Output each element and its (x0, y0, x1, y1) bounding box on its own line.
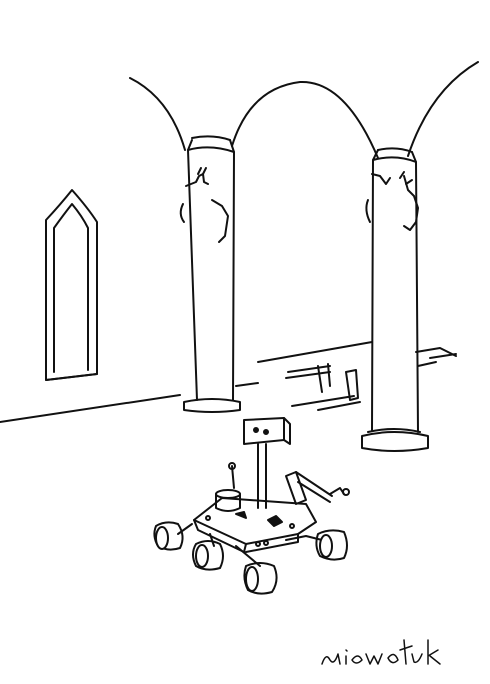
left-column (179, 135, 241, 413)
floor-line (0, 341, 457, 423)
fallen-ladder (285, 347, 457, 411)
artist-signature (321, 639, 441, 665)
rover (153, 417, 350, 595)
gothic-window (45, 189, 98, 381)
right-column (361, 147, 429, 452)
vaulted-arches (129, 61, 479, 159)
